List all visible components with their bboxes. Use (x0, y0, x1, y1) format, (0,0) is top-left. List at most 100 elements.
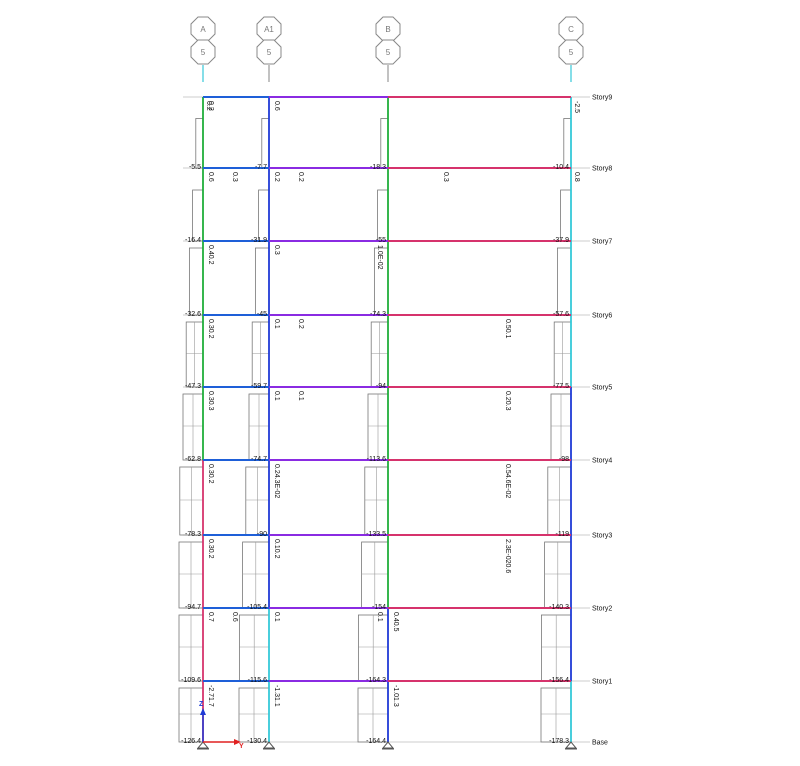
member-force-label: 0.40.2 (207, 245, 214, 265)
member-force-label: 2.3E-020.6 (504, 539, 511, 573)
column-axial-value: -77.5 (553, 383, 569, 390)
beams (203, 96, 571, 682)
column-axial-value: -109.6 (181, 677, 201, 684)
column-axial-value: -7.7 (255, 164, 267, 171)
member-force-label: 0.3 (442, 172, 449, 182)
column-axial-value: -105.4 (247, 604, 267, 611)
story-label-story8: Story8 (592, 166, 612, 173)
supports (196, 741, 578, 750)
column-axial-value: -78.3 (185, 531, 201, 538)
force-diagram-block (557, 247, 572, 316)
member-force-label: 0.1 (273, 612, 280, 622)
story-label-story9: Story9 (592, 95, 612, 102)
column-axial-value: -164.4 (366, 738, 386, 745)
story-lines: Story9Story8Story7Story6Story5Story4Stor… (183, 95, 612, 747)
member-force-label: 0.6 (231, 612, 238, 622)
y-arrow-head (234, 739, 241, 745)
column-axial-value: -31.9 (251, 237, 267, 244)
story-label-story1: Story1 (592, 679, 612, 686)
grid-sub-label: 5 (386, 48, 391, 57)
pin-support (196, 741, 210, 749)
column-axial-value: -74.3 (370, 311, 386, 318)
grid-sub-label: 5 (201, 48, 206, 57)
column-axial-value: -47.3 (185, 383, 201, 390)
force-diagram-block (377, 189, 389, 242)
force-diagram-block (258, 189, 270, 242)
grid-sub-bubble (256, 39, 282, 65)
member-force-label: 0.54.6E-02 (504, 464, 511, 498)
column-axial-value: -18.3 (370, 164, 386, 171)
member-force-label: 0.2 (205, 101, 212, 111)
member-force-label: 0.2 (297, 319, 304, 329)
member-force-label: 0.10.2 (273, 539, 280, 559)
member-force-label: 0.6 (273, 101, 280, 111)
grid-sub-label: 5 (267, 48, 272, 57)
column-axial-value: -133.5 (366, 531, 386, 538)
force-diagram-block (254, 247, 270, 316)
column-axial-value: -130.4 (247, 738, 267, 745)
grid-bubble-label: B (385, 25, 390, 34)
story-label-story5: Story5 (592, 385, 612, 392)
column-axial-value: -94 (376, 383, 386, 390)
column-axial-value: -98 (559, 456, 569, 463)
member-force-label: 0.30.3 (207, 391, 214, 411)
column-axial-value: -74.7 (251, 456, 267, 463)
column-axial-value: -164.3 (366, 677, 386, 684)
grid-bubble-label: A (200, 25, 206, 34)
member-force-label: 0.30.2 (207, 539, 214, 559)
column-axial-value: -156.4 (549, 677, 569, 684)
story-label-story4: Story4 (592, 458, 612, 465)
column-axial-value: -126.4 (181, 738, 201, 745)
member-force-label: -2.5 (573, 101, 580, 113)
member-force-label: 0.1 (273, 391, 280, 401)
column-axial-value: -90 (257, 531, 267, 538)
columns (202, 97, 572, 742)
force-diagram-block (188, 247, 204, 316)
member-force-label: 0.1 (273, 319, 280, 329)
pin-support (262, 741, 276, 749)
column-axial-value: -16.4 (185, 237, 201, 244)
member-force-label: 0.3 (231, 172, 238, 182)
column-axial-value: -55 (376, 237, 386, 244)
member-force-label: 0.1 (297, 391, 304, 401)
grid-sub-bubble (558, 39, 584, 65)
member-force-label: -1.31.1 (273, 685, 280, 707)
column-axial-value: -62.8 (185, 456, 201, 463)
member-force-label: 0.7 (207, 612, 214, 622)
member-force-label: 0.30.2 (207, 319, 214, 339)
grid-sub-bubble (190, 39, 216, 65)
column-axial-value: -10.4 (553, 164, 569, 171)
axis-triad: Z Y (199, 701, 244, 750)
grid-bubble-label: C (568, 25, 574, 34)
column-axial-value: -119 (556, 531, 570, 538)
z-arrow-head (200, 708, 206, 715)
member-force-label: 0.6 (207, 172, 214, 182)
force-diagrams (178, 118, 572, 743)
grid-sub-label: 5 (569, 48, 574, 57)
value-labels: -5.5 -16.4 -32.6 -47.3 -62.8 -78.3 -94.7 -109.6… (181, 101, 580, 745)
force-diagram-block (560, 189, 572, 242)
force-diagram-block (261, 118, 270, 169)
pin-support (564, 741, 578, 749)
column-axial-value: -94.7 (185, 604, 201, 611)
story-label-story6: Story6 (592, 313, 612, 320)
column-axial-value: -115.6 (248, 677, 267, 684)
member-force-label: 1.0E-02 (376, 245, 383, 270)
member-force-label: 0.20.3 (504, 391, 511, 411)
column-axial-value: -37.9 (553, 237, 569, 244)
member-force-label: 0.40.5 (392, 612, 399, 632)
force-diagram-block (380, 118, 389, 169)
y-axis-label: Y (239, 743, 244, 750)
member-force-label: -1.01.3 (392, 685, 399, 707)
force-diagram-block (192, 189, 204, 242)
member-force-label: 0.8 (573, 172, 580, 182)
column-axial-value: -113.6 (367, 456, 386, 463)
member-force-label: -2.71.7 (207, 685, 214, 707)
story-label-base: Base (592, 740, 608, 747)
column-axial-value: -32.6 (185, 311, 201, 318)
member-force-label: 0.1 (376, 612, 383, 622)
pin-support (381, 741, 395, 749)
column-axial-value: -5.5 (189, 164, 201, 171)
